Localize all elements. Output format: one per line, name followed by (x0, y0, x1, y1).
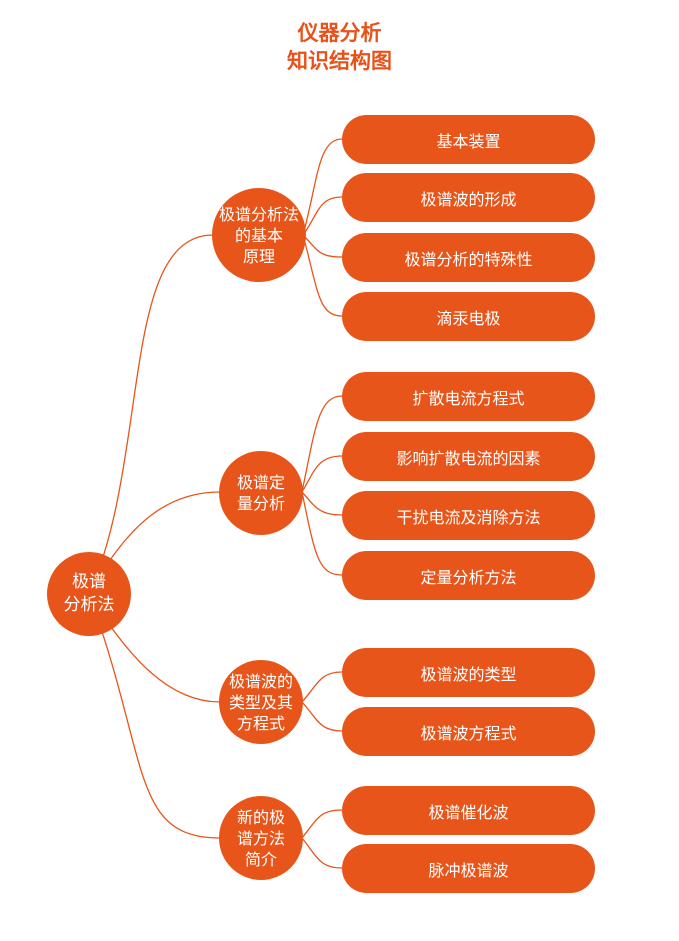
connector-b4-leaf-2 (301, 837, 343, 869)
branch-label-line: 类型及其 (228, 692, 293, 712)
connector-b3-leaf-1 (301, 671, 343, 703)
connector-root-branch-1 (88, 234, 214, 595)
branch-node-new-methods: 新的极 谱方法 简介 (219, 796, 303, 880)
connector-b3-leaf-2 (301, 701, 343, 732)
root-label-line-1: 极谱 (72, 572, 106, 592)
branch-label-line: 谱方法 (236, 828, 285, 848)
connector-b4-leaf-1 (301, 809, 343, 839)
leaf-node: 扩散电流方程式 (342, 372, 595, 421)
connector-b1-leaf-1 (302, 138, 343, 236)
connector-b2-leaf-3 (301, 491, 343, 516)
branch-node-wave-types: 极谱波的 类型及其 方程式 (219, 660, 303, 744)
connector-root-branch-4 (88, 593, 221, 839)
leaf-node: 极谱波方程式 (342, 707, 595, 756)
leaf-node: 定量分析方法 (342, 551, 595, 600)
connector-b2-leaf-1 (301, 395, 343, 493)
leaf-node: 干扰电流及消除方法 (342, 491, 595, 540)
leaf-node: 极谱波的类型 (342, 648, 595, 697)
root-node: 极谱 分析法 (47, 552, 131, 636)
root-label-line-2: 分析法 (63, 595, 115, 615)
leaf-node: 极谱催化波 (342, 786, 595, 835)
branch-label-line: 新的极 (236, 807, 285, 827)
connector-b2-leaf-2 (301, 455, 343, 493)
connector-b1-leaf-3 (302, 234, 343, 258)
diagram-title-line-1: 仪器分析 (297, 21, 382, 45)
branch-label-line: 原理 (242, 246, 275, 266)
leaf-node: 脉冲极谱波 (342, 844, 595, 893)
branch-label-line: 简介 (244, 849, 277, 869)
branch-node-principle: 极谱分析法 的基本 原理 (212, 188, 306, 282)
branch-label-line: 极谱分析法 (218, 204, 299, 224)
diagram-title-line-2: 知识结构图 (287, 49, 392, 73)
connector-b1-leaf-2 (302, 196, 343, 236)
branch-label-line: 的基本 (234, 225, 283, 245)
branch-label-line: 极谱波的 (228, 671, 293, 691)
leaf-node: 极谱分析的特殊性 (342, 233, 595, 282)
branch-node-quantitative: 极谱定 量分析 (219, 451, 303, 535)
leaf-node: 极谱波的形成 (342, 173, 595, 222)
branch-label-line: 方程式 (236, 713, 285, 733)
connector-b2-leaf-4 (301, 491, 343, 576)
branch-label-line: 极谱定 (236, 473, 285, 492)
connector-b1-leaf-4 (302, 234, 343, 317)
leaf-node: 滴汞电极 (342, 292, 595, 341)
leaf-node: 基本装置 (342, 115, 595, 164)
leaf-node: 影响扩散电流的因素 (342, 432, 595, 481)
branch-label-line: 量分析 (236, 494, 285, 513)
